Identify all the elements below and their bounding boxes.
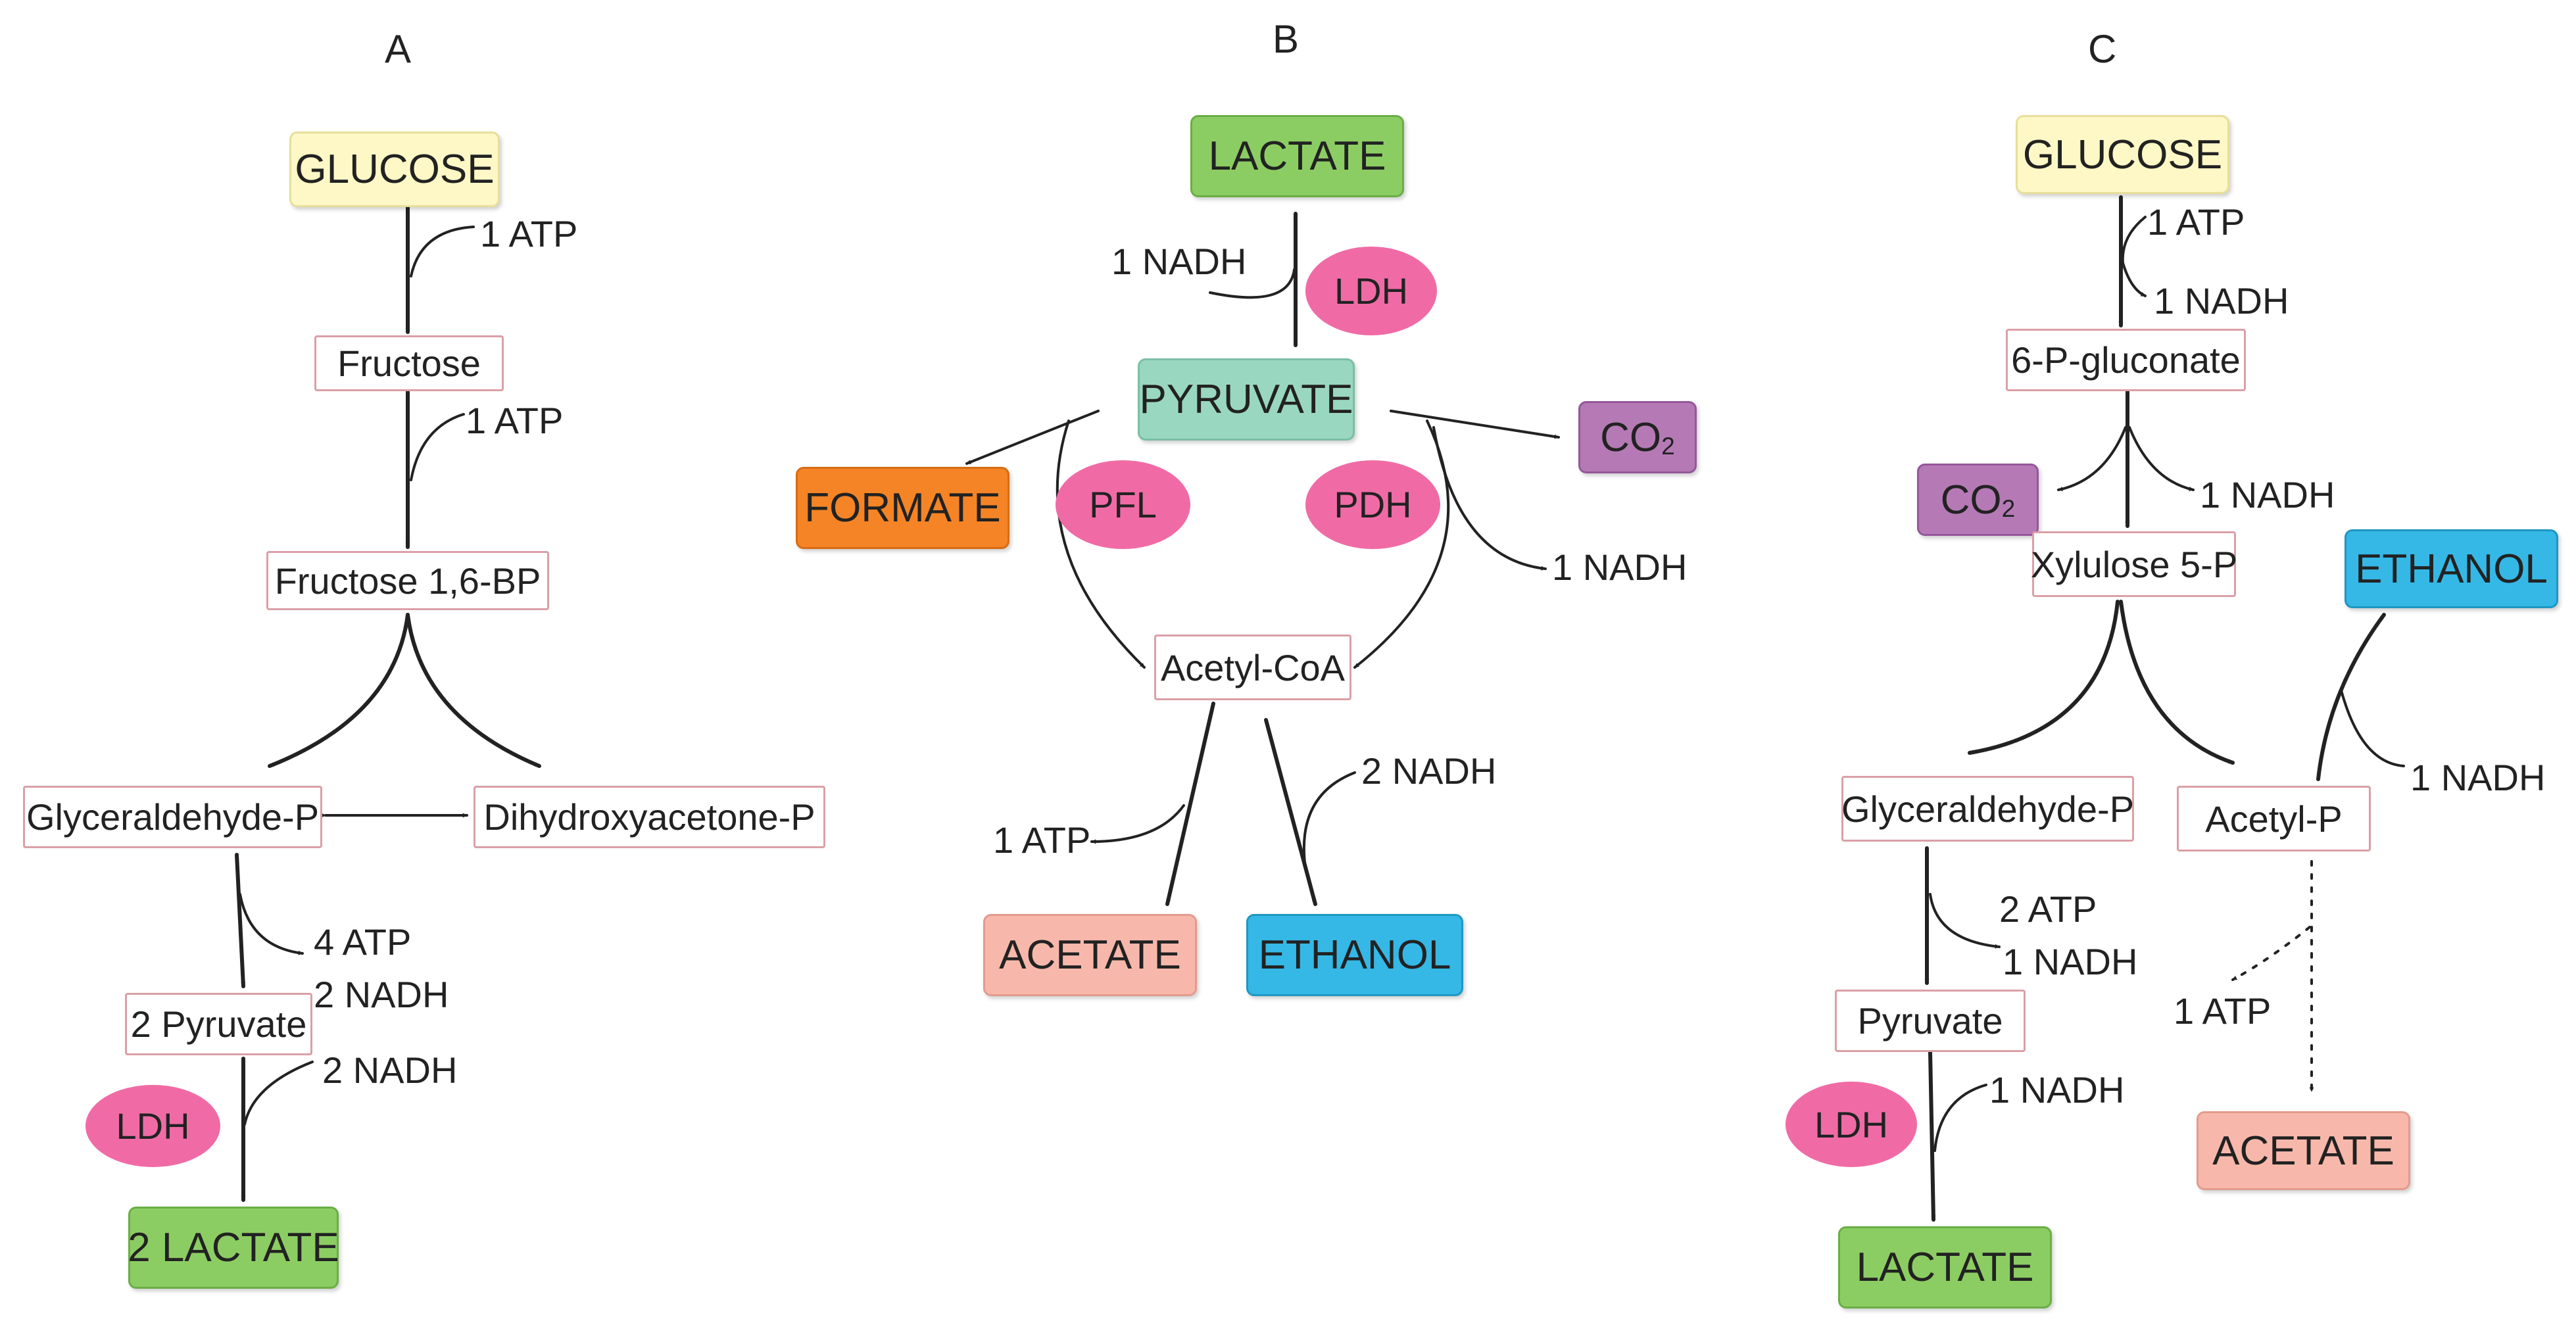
node-ethanol-b: ETHANOL — [1246, 914, 1463, 996]
panel-label-b: B — [1273, 17, 1300, 61]
node-lactate-b: LACTATE — [1190, 115, 1404, 197]
label-nadh-pdh: 1 NADH — [1552, 546, 1688, 588]
node-formate: FORMATE — [796, 467, 1009, 549]
node-glucose: GLUCOSE — [289, 132, 500, 207]
node-fructose-bp: Fructose 1,6-BP — [266, 551, 549, 610]
arrow-pdh-nadh — [1432, 426, 1547, 571]
label-nadh-in-2: 2 NADH — [322, 1049, 458, 1091]
node-acetyl-coa: Acetyl-CoA — [1154, 635, 1351, 700]
node-fructose: Fructose — [314, 335, 504, 391]
label-nadh-out-c2: 1 NADH — [2200, 474, 2335, 515]
arrow-atp-in-2 — [410, 413, 465, 481]
node-pyruvate-a: 2 Pyruvate — [125, 993, 312, 1055]
arrow-gap-pyruvate — [235, 853, 246, 988]
arrow-nadh-in-ldh-c — [1933, 1084, 1987, 1152]
node-glyceraldehyde-p-c: Glyceraldehyde-P — [1841, 776, 2134, 842]
arrow-pyruvate-acetylcoa-pfl — [1056, 419, 1146, 669]
enzyme-pdh: PDH — [1305, 460, 1440, 549]
arrow-pyruvate-co2 — [1390, 410, 1560, 439]
co2-b-subscript: 2 — [1661, 431, 1675, 460]
node-ethanol-c: ETHANOL — [2345, 529, 2558, 608]
label-nadh-out-c3: 1 NADH — [2003, 941, 2138, 982]
arrow-acetylp-ethanol — [2316, 613, 2386, 781]
arrow-pyruvate-lactate-c — [1928, 1050, 1936, 1222]
node-pyruvate-b: PYRUVATE — [1138, 358, 1355, 441]
arrow-acetylp-atp — [2231, 926, 2311, 981]
label-atp-in-c: 1 ATP — [2147, 201, 2245, 243]
arrow-gluconate-nadh — [2128, 426, 2195, 491]
arrow-xylulose-acetylp — [2119, 600, 2235, 765]
enzyme-ldh-a: LDH — [85, 1085, 220, 1167]
arrow-atp-out-4 — [239, 893, 304, 955]
node-acetate-c: ACETATE — [2197, 1111, 2410, 1190]
node-dihydroxyacetone-p: Dihydroxyacetone-P — [474, 786, 825, 848]
panel-label-c: C — [2088, 27, 2117, 71]
label-nadh-out-c1: 1 NADH — [2154, 280, 2289, 322]
arrow-nadh-out-c — [2122, 262, 2147, 297]
label-atp-in-1: 1 ATP — [480, 213, 578, 254]
panel-label-a: A — [385, 27, 412, 71]
label-nadh-ldh-c: 1 NADH — [1989, 1069, 2125, 1111]
arrow-fbp-dhap — [406, 613, 541, 768]
enzyme-pfl: PFL — [1056, 460, 1190, 549]
arrow-fbp-gap — [268, 613, 410, 768]
node-6p-gluconate: 6-P-gluconate — [2006, 329, 2246, 391]
co2-c-subscript: 2 — [2001, 494, 2016, 522]
label-nadh-out-2: 2 NADH — [314, 974, 449, 1015]
label-nadh-ldh-b: 1 NADH — [1111, 241, 1247, 282]
co2-c-text: CO — [1940, 477, 2002, 523]
enzyme-ldh-c: LDH — [1786, 1082, 1917, 1167]
node-lactate-a: 2 LACTATE — [128, 1207, 339, 1289]
arrow-ethanol-nadh — [1302, 771, 1356, 869]
co2-b-text: CO — [1600, 414, 1662, 460]
node-glyceraldehyde-p: Glyceraldehyde-P — [23, 786, 322, 848]
label-atp-out-c2: 2 ATP — [1999, 888, 2097, 930]
label-nadh-ethanol-b: 2 NADH — [1361, 750, 1497, 792]
node-xylulose-5p: Xylulose 5-P — [2031, 531, 2237, 597]
label-atp-in-2: 1 ATP — [466, 400, 564, 441]
label-atp-acetate-b: 1 ATP — [993, 819, 1091, 861]
node-pyruvate-c: Pyruvate — [1835, 990, 2026, 1052]
arrow-atp-nadh-out-c — [1929, 893, 2001, 949]
arrow-gluconate-co2 — [2057, 426, 2127, 492]
label-atp-acetate-c: 1 ATP — [2174, 990, 2272, 1032]
arrow-pyruvate-formate — [965, 410, 1100, 465]
node-acetate-b: ACETATE — [983, 914, 1197, 996]
arrow-acetate-atp — [1090, 804, 1185, 844]
arrow-ldh-nadh — [1209, 268, 1296, 299]
enzyme-ldh-b: LDH — [1305, 247, 1437, 335]
arrow-atp-in-c — [2121, 216, 2147, 264]
node-lactate-c: LACTATE — [1838, 1226, 2052, 1308]
arrow-acetylcoa-ethanol — [1264, 718, 1317, 906]
node-glucose-c: GLUCOSE — [2016, 115, 2229, 194]
node-acetyl-p: Acetyl-P — [2177, 786, 2371, 851]
arrow-nadh-in-2 — [243, 1061, 314, 1126]
arrow-atp-in-1 — [410, 226, 475, 277]
arrow-xylulose-gap — [1968, 600, 2120, 755]
arrow-nadh-in-ethanol — [2340, 689, 2405, 767]
label-atp-out-4: 4 ATP — [314, 921, 412, 963]
arrow-acetylcoa-acetate — [1165, 702, 1215, 906]
label-nadh-ethanol-c: 1 NADH — [2410, 757, 2546, 798]
